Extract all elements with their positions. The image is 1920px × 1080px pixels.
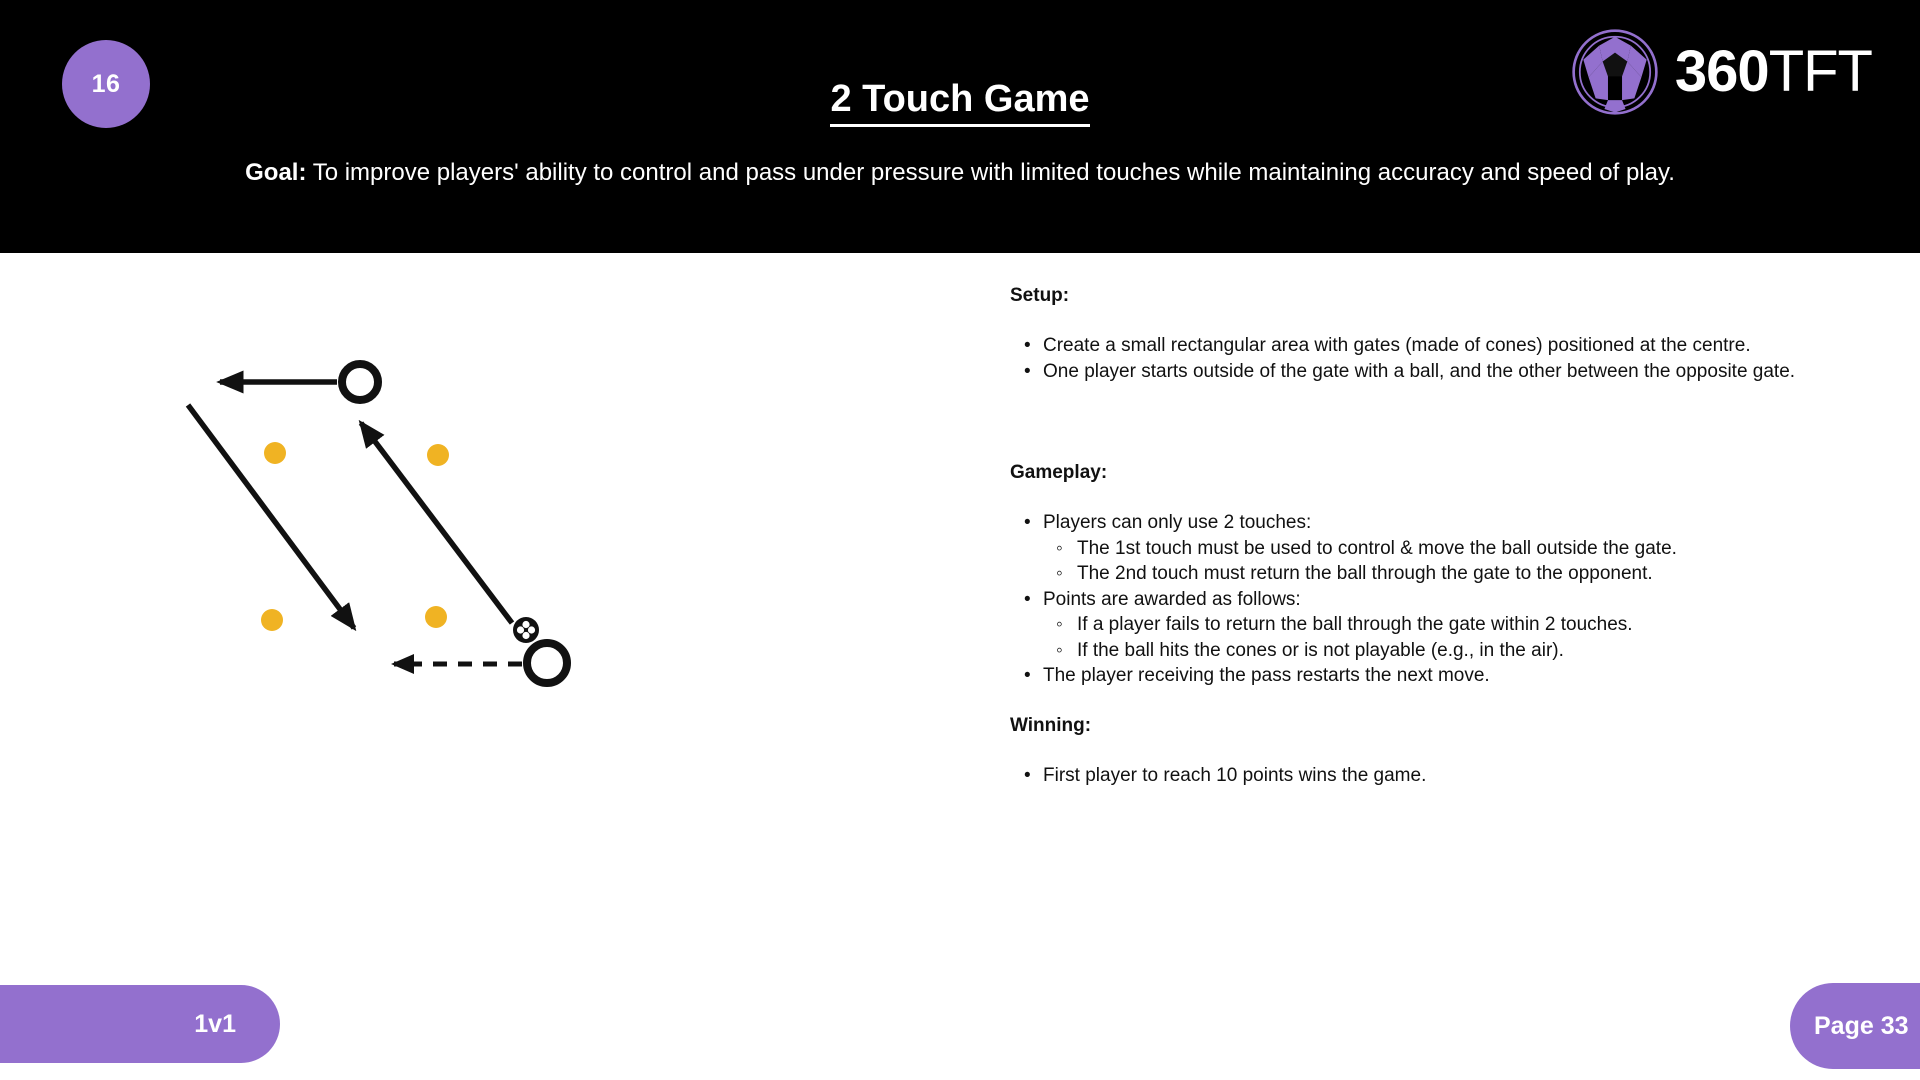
format-badge-label: 1v1 <box>194 1009 236 1038</box>
setup-heading: Setup: <box>1010 285 1070 306</box>
page-content: Setup: Create a small rectangular area w… <box>0 253 1920 1080</box>
brand-logo: 360TFT <box>1571 28 1873 116</box>
brand-tft: TFT <box>1768 39 1873 104</box>
ball-icon <box>513 617 539 643</box>
player-top <box>338 360 382 404</box>
player-bottom <box>523 639 571 687</box>
cone-top-right <box>427 444 449 466</box>
cone-bottom-left <box>261 609 283 631</box>
setup-section: Setup: Create a small rectangular area w… <box>1010 285 1850 384</box>
sub-list: If a player fails to return the ball thr… <box>1043 612 1850 663</box>
list-item: Players can only use 2 touches: The 1st … <box>1010 510 1850 587</box>
cone-bottom-right <box>425 606 447 628</box>
sub-list: The 1st touch must be used to control & … <box>1043 536 1850 587</box>
winning-heading: Winning: <box>1010 715 1092 736</box>
list-item: The player receiving the pass restarts t… <box>1010 663 1850 689</box>
drill-diagram <box>185 360 571 687</box>
diagram-panel <box>0 253 960 1080</box>
goal-label: Goal: <box>245 159 307 186</box>
list-item-text: Points are awarded as follows: <box>1043 588 1301 610</box>
goal-text: To improve players' ability to control a… <box>312 159 1675 186</box>
run-arrow-diagonal-down <box>185 403 357 632</box>
drill-number-label: 16 <box>91 69 121 98</box>
winning-section: Winning: First player to reach 10 points… <box>1010 715 1850 789</box>
page-title-text: 2 Touch Game <box>830 78 1090 127</box>
cone-top-left <box>264 442 286 464</box>
page-badge: Page 33 <box>1790 983 1920 1069</box>
list-item-text: Players can only use 2 touches: <box>1043 512 1312 533</box>
list-item: Points are awarded as follows: If a play… <box>1010 587 1850 664</box>
gameplay-heading: Gameplay: <box>1010 462 1108 483</box>
page-header: 16 2 Touch Game Goal: To improve players… <box>0 0 1920 253</box>
pass-arrow-diagonal-up <box>358 419 515 625</box>
instructions-panel: Setup: Create a small rectangular area w… <box>1010 253 1850 1080</box>
page-title: 2 Touch Game <box>0 78 1920 127</box>
list-item: Create a small rectangular area with gat… <box>1010 333 1850 359</box>
brand-wordmark: 360TFT <box>1675 43 1873 101</box>
sub-list-item: The 1st touch must be used to control & … <box>1043 536 1850 562</box>
winning-list: First player to reach 10 points wins the… <box>1010 763 1850 789</box>
page-badge-label: Page 33 <box>1814 1011 1909 1040</box>
goal-line: Goal: To improve players' ability to con… <box>0 158 1920 188</box>
sub-list-item: If a player fails to return the ball thr… <box>1043 612 1850 638</box>
setup-list: Create a small rectangular area with gat… <box>1010 333 1850 384</box>
drill-number-badge: 16 <box>62 40 150 128</box>
sub-list-item: If the ball hits the cones or is not pla… <box>1043 638 1850 664</box>
soccer-ball-icon <box>1571 28 1659 116</box>
sub-list-item: The 2nd touch must return the ball throu… <box>1043 561 1850 587</box>
gameplay-list: Players can only use 2 touches: The 1st … <box>1010 510 1850 689</box>
brand-360: 360 <box>1674 39 1770 104</box>
format-badge: 1v1 <box>0 985 280 1063</box>
list-item: One player starts outside of the gate wi… <box>1010 359 1850 385</box>
gameplay-section: Gameplay: Players can only use 2 touches… <box>1010 462 1850 689</box>
list-item: First player to reach 10 points wins the… <box>1010 763 1850 789</box>
